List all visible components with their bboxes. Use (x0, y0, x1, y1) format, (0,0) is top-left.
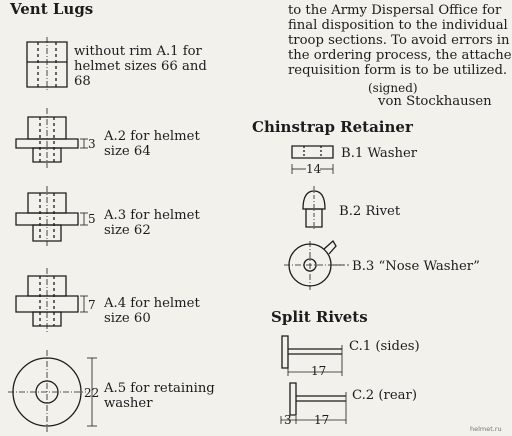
lug-a4-label-line-1: A.4 for helmet (104, 296, 200, 311)
letter-line-4: the ordering process, the attached (288, 48, 512, 63)
lug-a4-label-line-2: size 60 (104, 311, 151, 326)
washer-a5-drawing (8, 350, 97, 432)
nose-washer-b3-label: B.3 “Nose Washer” (352, 259, 480, 274)
dimension-a3: 5 (88, 212, 96, 226)
signature-name: von Stockhausen (378, 94, 492, 109)
watermark: helmet.ru (470, 425, 502, 433)
split-rivets-heading: Split Rivets (271, 308, 368, 326)
lug-a1-label-line-3: 68 (74, 74, 91, 89)
lug-a1-label-line-1: without rim A.1 for (74, 44, 202, 59)
lug-a2-drawing (16, 108, 88, 168)
letter-line-1: to the Army Dispersal Office for (288, 3, 502, 18)
dimension-c2-shank: 17 (314, 413, 330, 427)
split-rivet-c2-drawing (281, 383, 346, 424)
letter-line-3: troop sections. To avoid errors in (288, 33, 510, 48)
dimension-c2-head: 3 (284, 413, 292, 427)
washer-b1-drawing (292, 146, 333, 174)
letter-line-5: requisition form is to be utilized. (288, 63, 508, 78)
split-rivet-c2-label: C.2 (rear) (352, 388, 417, 403)
lug-a2-label-line-1: A.2 for helmet (104, 129, 200, 144)
letter-line-2: final disposition to the individual (288, 18, 508, 33)
chinstrap-retainer-heading: Chinstrap Retainer (252, 118, 413, 136)
rivet-b2-drawing (303, 186, 325, 230)
rivet-b2-label: B.2 Rivet (339, 204, 401, 219)
lug-a2-label-line-2: size 64 (104, 144, 151, 159)
vent-lugs-heading: Vent Lugs (10, 0, 94, 18)
nose-washer-b3-drawing (284, 241, 344, 290)
split-rivet-c1-drawing (282, 336, 342, 376)
dimension-b1: 14 (306, 162, 322, 176)
lug-a3-label-line-1: A.3 for helmet (104, 208, 200, 223)
lug-a4-drawing (16, 268, 88, 334)
lug-a3-drawing (16, 186, 88, 246)
lug-a1-drawing (27, 37, 67, 92)
split-rivet-c1-label: C.1 (sides) (349, 339, 420, 354)
signed-note: (signed) (368, 81, 418, 95)
lug-a3-label-line-2: size 62 (104, 223, 151, 238)
washer-a5-label-line-1: A.5 for retaining (104, 381, 215, 396)
dimension-c1: 17 (311, 364, 327, 378)
washer-a5-label-line-2: washer (104, 396, 153, 411)
dimension-a5: 22 (84, 386, 100, 400)
dimension-a4: 7 (88, 298, 96, 312)
dimension-a2: 3 (88, 137, 96, 151)
washer-b1-label: B.1 Washer (341, 146, 418, 161)
lug-a1-label-line-2: helmet sizes 66 and (74, 59, 207, 74)
